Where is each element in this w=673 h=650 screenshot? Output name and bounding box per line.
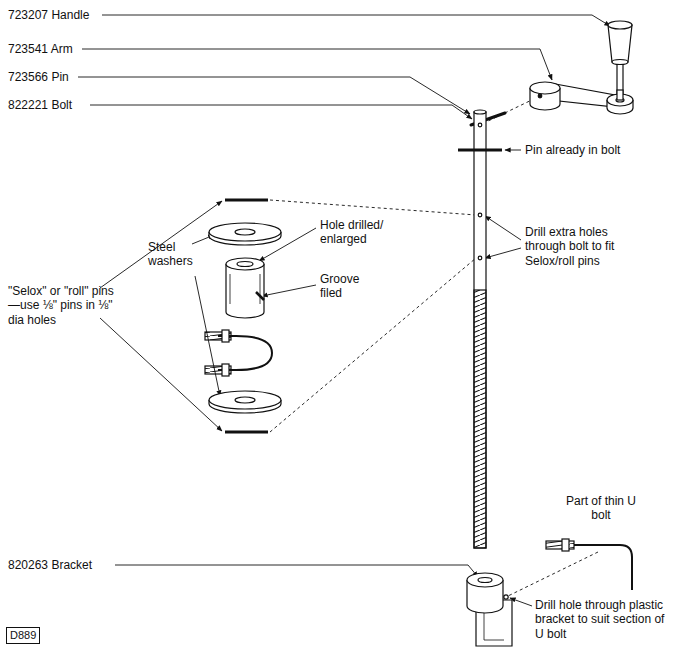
u-bolt-part	[546, 539, 632, 590]
bracket	[467, 573, 512, 646]
part-label: Hole drilled/ enlarged	[320, 218, 402, 247]
part-label: Groove filed	[320, 272, 370, 301]
pin-stack	[205, 200, 281, 432]
u-bolt-part	[562, 539, 569, 551]
u-bolt-part	[546, 541, 574, 549]
leader-lines	[90, 105, 472, 119]
bracket	[478, 578, 492, 583]
assembly-lines	[508, 552, 598, 596]
bolt	[474, 110, 486, 114]
drawing-number-box: D889	[6, 627, 40, 644]
leader-lines	[102, 15, 610, 26]
leader-lines	[505, 150, 521, 151]
leader-lines	[100, 318, 222, 431]
pin-stack	[222, 364, 229, 376]
bolt	[478, 256, 482, 260]
assembly-lines	[270, 258, 476, 432]
pin-stack	[226, 258, 264, 270]
pin-stack	[235, 397, 255, 403]
pin-stack	[235, 229, 255, 235]
leader-lines	[510, 598, 532, 606]
pin-stack	[237, 262, 253, 267]
bracket	[467, 573, 503, 587]
pin-stack	[225, 431, 268, 434]
leader-lines	[78, 77, 470, 114]
bolt	[474, 290, 486, 548]
arm	[530, 82, 560, 94]
bolt	[458, 149, 502, 152]
part-label: 723566 Pin	[8, 70, 83, 84]
u-bolt-part	[574, 545, 632, 590]
pin-stack	[225, 199, 268, 202]
handle	[608, 25, 632, 62]
part-label: Drill hole through plastic bracket to su…	[535, 598, 667, 641]
part-label: Pin already in bolt	[525, 143, 655, 157]
pin-stack	[256, 292, 264, 300]
leader-lines	[115, 565, 478, 577]
part-label: 822221 Bolt	[8, 98, 93, 112]
drawing-number: D889	[10, 629, 36, 642]
pin-stack	[209, 391, 281, 409]
leader-lines	[100, 201, 222, 288]
bracket	[504, 595, 508, 599]
handle	[608, 21, 632, 29]
pin-stack	[226, 264, 264, 318]
arm	[538, 94, 542, 98]
leader-lines	[82, 49, 552, 80]
bolt	[478, 123, 482, 127]
pin-stack	[230, 274, 260, 304]
leader-lines	[262, 285, 316, 296]
part-label: 723541 Arm	[8, 42, 88, 56]
bolt	[474, 112, 486, 548]
bolt	[478, 213, 482, 217]
leader-lines	[485, 216, 521, 240]
part-label: Part of thin U bolt	[560, 494, 642, 523]
part-label: Steel washers	[148, 240, 198, 269]
part-label: "Selox" or "roll" pins —use ⅛" pins in ⅛…	[8, 284, 126, 327]
arm	[530, 82, 633, 114]
assembly-lines	[270, 200, 476, 215]
assembly-lines	[270, 96, 598, 596]
arm	[617, 90, 623, 100]
bracket	[484, 610, 504, 640]
leader-lines	[78, 15, 610, 606]
part-label: 820263 Bracket	[8, 558, 116, 572]
bolt	[458, 110, 502, 548]
handle	[608, 21, 632, 96]
leader-lines	[485, 248, 521, 258]
pin-stack	[209, 223, 281, 241]
part-label: Drill extra holes through bolt to fit Se…	[525, 225, 643, 268]
pin-stack	[222, 330, 229, 342]
part-label: 723207 Handle	[8, 8, 108, 22]
handle	[612, 60, 628, 65]
